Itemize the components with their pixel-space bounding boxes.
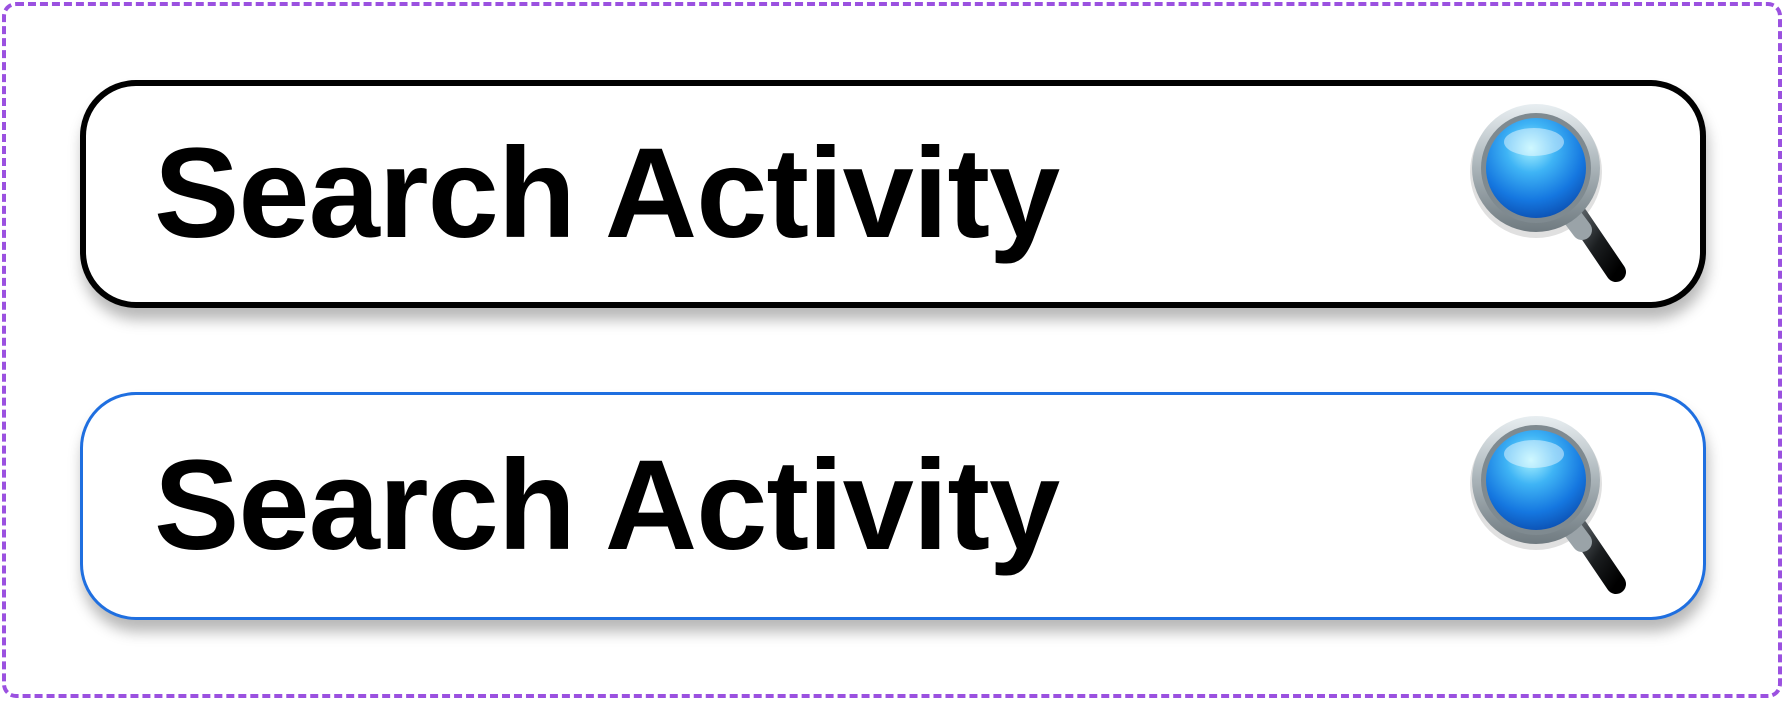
search-field-text: Search Activity bbox=[154, 434, 1060, 577]
magnifying-glass-icon[interactable] bbox=[1470, 416, 1630, 596]
magnifying-glass-icon[interactable] bbox=[1470, 104, 1630, 284]
search-field-default[interactable]: Search Activity bbox=[80, 80, 1706, 308]
search-field-text: Search Activity bbox=[154, 122, 1060, 265]
search-field-focused[interactable]: Search Activity bbox=[80, 392, 1706, 620]
